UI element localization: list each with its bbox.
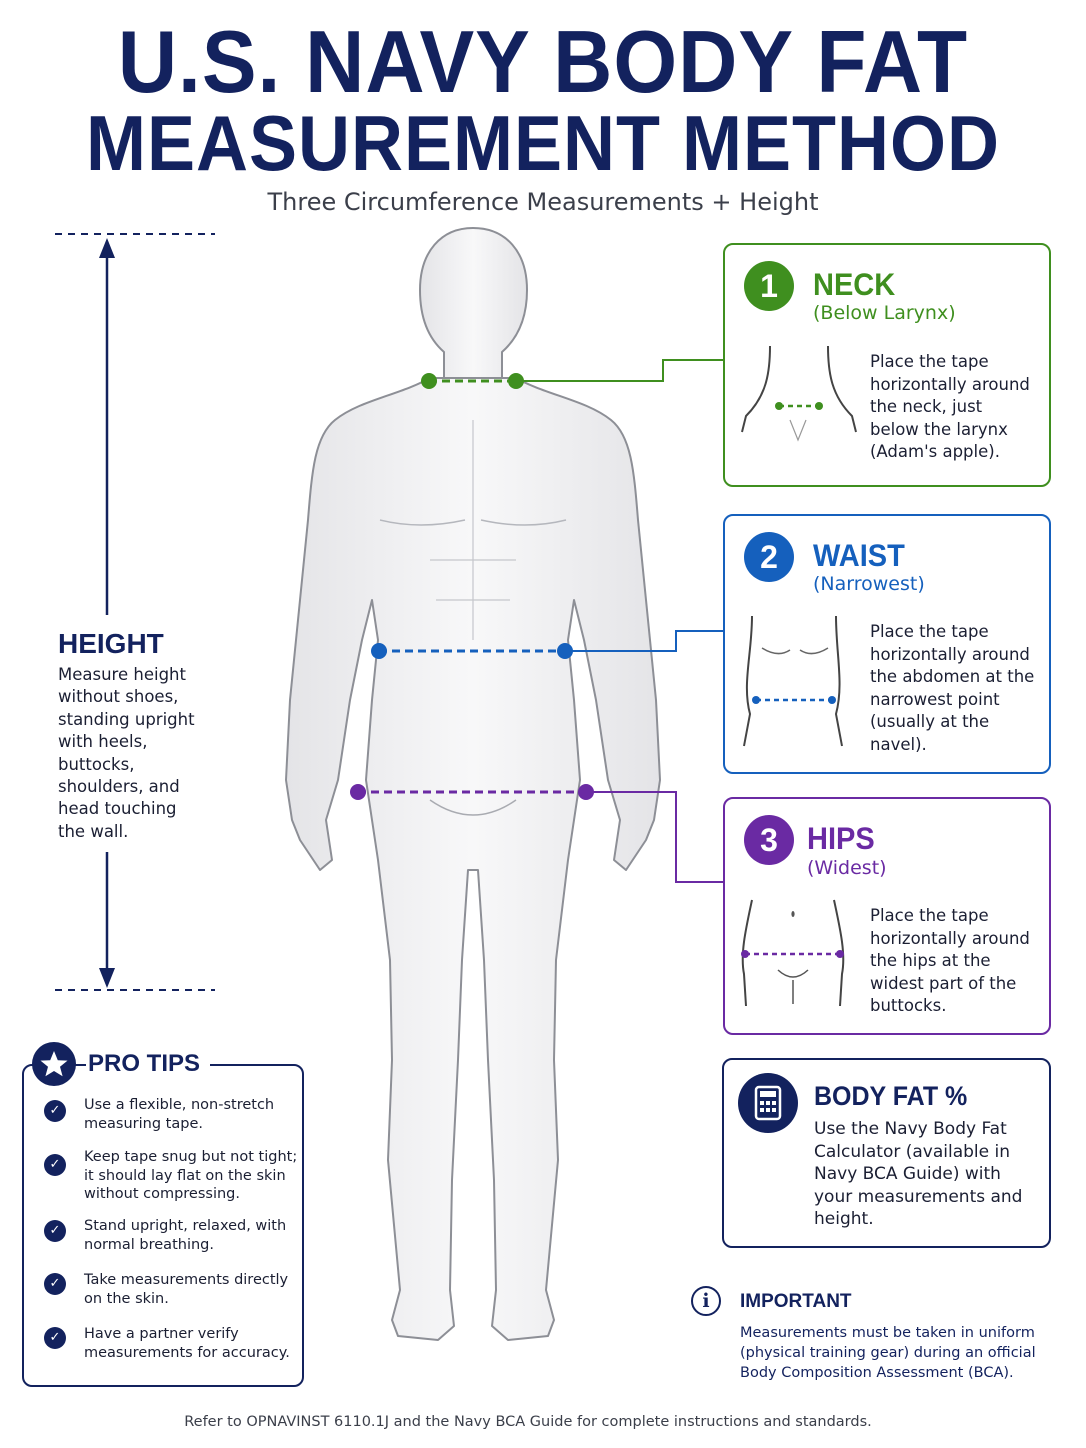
waist-instructions: Place the tape horizontally around the a… — [870, 622, 1035, 754]
human-figure — [285, 227, 661, 1341]
neck-measurement-line — [421, 359, 724, 389]
check-icon: ✓ — [44, 1327, 66, 1349]
calculator-icon — [738, 1073, 798, 1133]
neck-instructions: Place the tape horizontally around the n… — [870, 352, 1030, 461]
check-icon: ✓ — [44, 1100, 66, 1122]
tip-item: Use a flexible, non-stretch measuring ta… — [84, 1097, 275, 1132]
important-text: Measurements must be taken in uniform (p… — [740, 1325, 1036, 1381]
hips-instructions: Place the tape horizontally around the h… — [870, 906, 1030, 1015]
height-description: Measure height without shoes, standing u… — [58, 665, 195, 841]
hips-measurement-line — [350, 784, 724, 883]
neck-subtitle: (Below Larynx) — [813, 302, 956, 324]
waist-measurement-line — [371, 630, 724, 659]
hips-number-badge: 3 — [744, 815, 794, 865]
tip-item: Have a partner verify measurements for a… — [84, 1326, 290, 1361]
reference-footnote: Refer to OPNAVINST 6110.1J and the Navy … — [184, 1414, 872, 1430]
page-subtitle: Three Circumference Measurements + Heigh… — [267, 188, 819, 216]
arrow-up-icon — [99, 238, 115, 258]
tip-item: Keep tape snug but not tight; it should … — [84, 1149, 298, 1202]
info-icon: i — [691, 1286, 721, 1316]
check-icon: ✓ — [44, 1154, 66, 1176]
hips-title: HIPS — [807, 822, 875, 857]
bodyfat-title: BODY FAT % — [814, 1081, 968, 1112]
tip-item: Stand upright, relaxed, with normal brea… — [84, 1218, 287, 1253]
page-title-line2: MEASUREMENT METHOD — [86, 100, 1000, 188]
bodyfat-instructions: Use the Navy Body Fat Calculator (availa… — [814, 1119, 1023, 1229]
waist-illustration-icon — [743, 615, 843, 747]
hips-subtitle: (Widest) — [807, 857, 887, 879]
height-indicator — [55, 233, 215, 991]
page-title: U.S. NAVY BODY FAT — [117, 13, 969, 112]
pro-tips-title: PRO TIPS — [86, 1050, 211, 1078]
neck-title: NECK — [813, 268, 896, 303]
waist-title: WAIST — [813, 539, 905, 574]
check-icon: ✓ — [44, 1220, 66, 1242]
check-icon: ✓ — [44, 1273, 66, 1295]
neck-illustration-icon — [741, 345, 857, 442]
important-title: IMPORTANT — [740, 1291, 852, 1312]
arrow-down-icon — [99, 968, 115, 988]
neck-number-badge: 1 — [744, 261, 794, 311]
height-title: HEIGHT — [58, 628, 164, 659]
star-icon — [32, 1042, 76, 1086]
waist-number-badge: 2 — [744, 532, 794, 582]
tip-item: Take measurements directly on the skin. — [84, 1272, 289, 1307]
waist-subtitle: (Narrowest) — [813, 573, 925, 595]
hips-illustration-icon — [741, 899, 845, 1007]
